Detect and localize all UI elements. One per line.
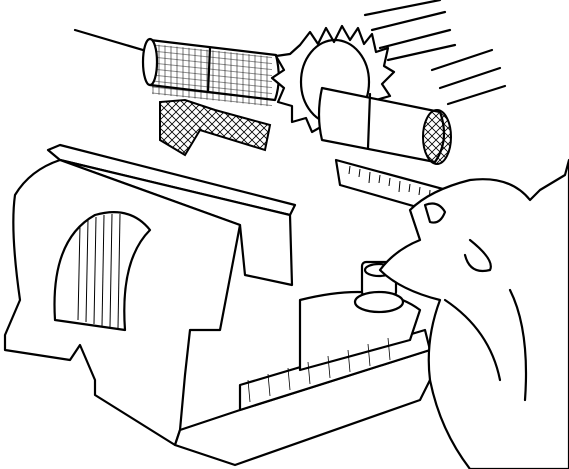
workpiece-icon: [317, 48, 507, 165]
milling-arbor-icon: [73, 0, 457, 107]
hand-icon: [378, 158, 569, 469]
vise-icon: [3, 143, 442, 467]
